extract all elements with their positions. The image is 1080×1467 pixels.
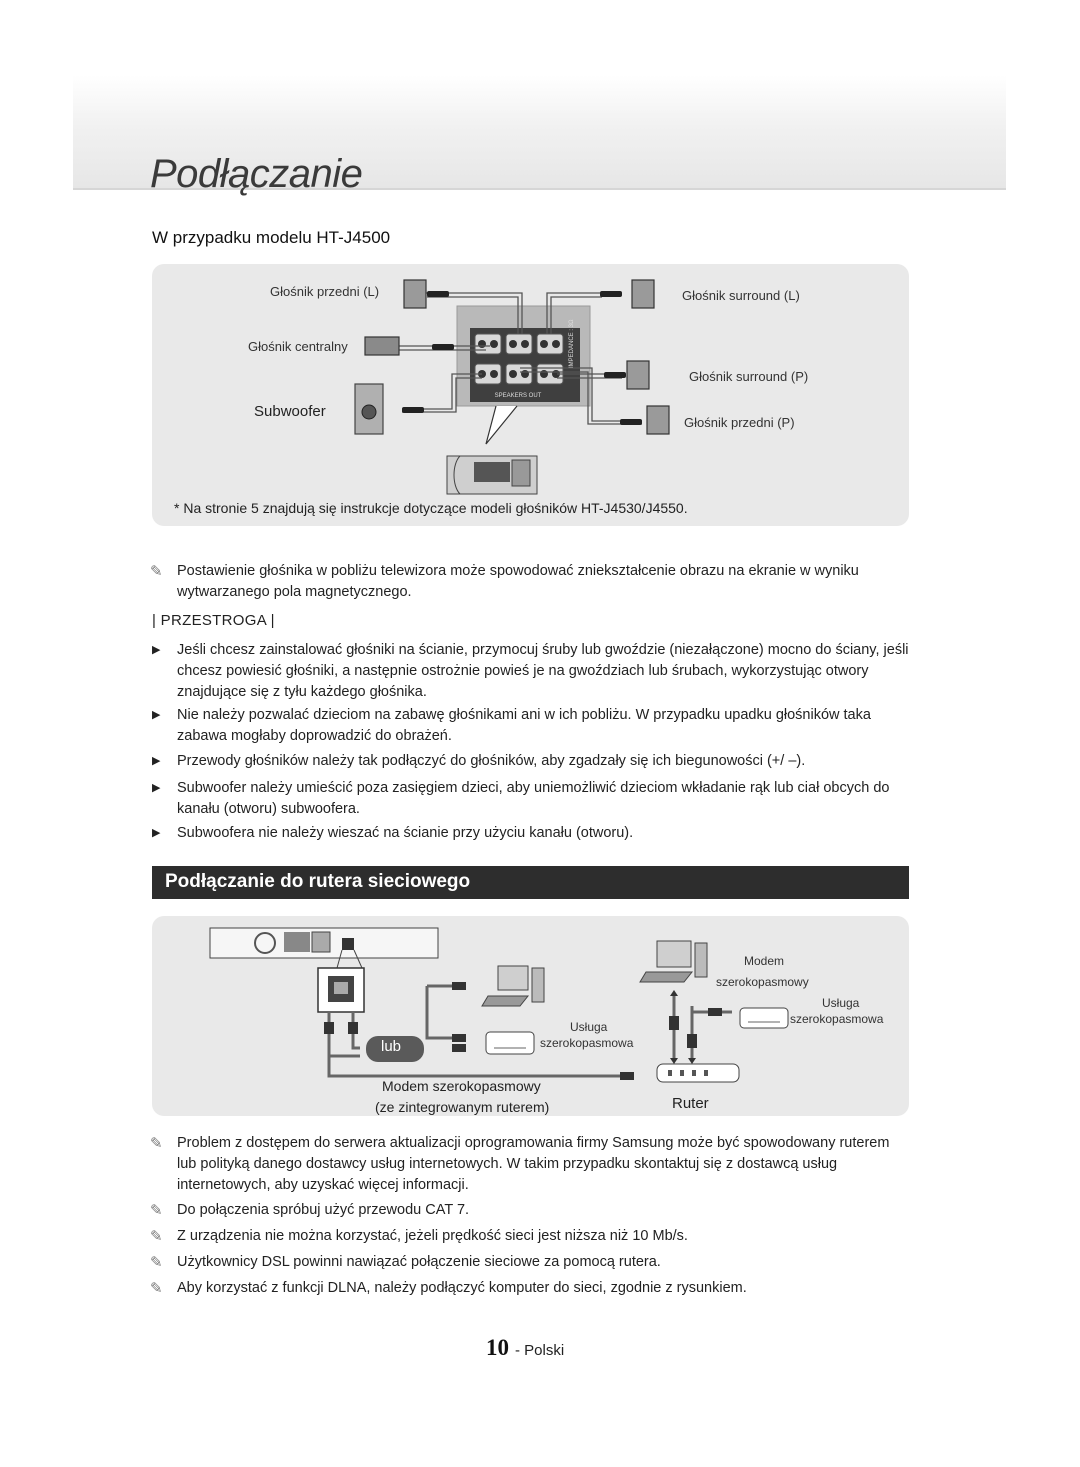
front-right-label: Głośnik przedni (P) — [684, 415, 795, 430]
caution-item: ▶ Nie należy pozwalać dzieciom na zabawę… — [152, 707, 871, 744]
triangle-bullet-icon: ▶ — [152, 827, 161, 839]
modem-icon — [739, 1007, 789, 1029]
section-title: Podłączanie do rutera sieciowego — [165, 871, 471, 892]
front-left-speaker-icon — [403, 279, 427, 309]
center-label: Głośnik centralny — [248, 339, 348, 354]
modem-router-icon — [485, 1031, 535, 1055]
router-label: Ruter — [672, 1095, 709, 1112]
speaker-footnote: * Na stronie 5 znajdują się instrukcje d… — [174, 500, 688, 516]
or-badge — [366, 1036, 424, 1062]
network-note: ✎ Problem z dostępem do serwera aktualiz… — [150, 1135, 890, 1193]
speaker-note: ✎ Postawienie głośnika w pobliżu telewiz… — [150, 563, 859, 600]
center-speaker-icon — [364, 336, 400, 356]
caution-item: ▶ Jeśli chcesz zainstalować głośniki na … — [152, 642, 909, 700]
impedance-label: IMPEDANCE : 3Ω — [569, 319, 575, 368]
pencil-note-icon: ✎ — [150, 563, 163, 580]
caution-item: ▶ Przewody głośników należy tak podłączy… — [150, 751, 912, 772]
pencil-note-icon: ✎ — [150, 1280, 163, 1297]
network-note: ✎ Aby korzystać z funkcji DLNA, należy p… — [150, 1280, 747, 1297]
or-label: lub — [381, 1038, 402, 1055]
page-language: - Polski — [515, 1342, 565, 1359]
computer-icon-right — [656, 940, 692, 968]
speaker-diagram-panel: SPEAKERS OUT IMPEDANCE : 3Ω — [152, 264, 909, 526]
router-icon — [656, 1063, 740, 1083]
surround-right-label: Głośnik surround (P) — [689, 369, 809, 384]
triangle-bullet-icon: ▶ — [152, 709, 161, 721]
surround-left-speaker-icon — [631, 279, 655, 309]
caution-title: | PRZESTROGA | — [152, 612, 275, 629]
surround-left-label: Głośnik surround (L) — [682, 288, 800, 303]
pencil-note-icon: ✎ — [150, 1202, 163, 1219]
broadband-service-right-label: Usługa — [822, 996, 860, 1010]
triangle-bullet-icon: ▶ — [152, 782, 161, 794]
subwoofer-label: Subwoofer — [254, 403, 326, 420]
network-wiring-diagram — [209, 927, 789, 1083]
computer-icon — [497, 965, 529, 991]
modem-top-label: Modem — [744, 954, 785, 968]
triangle-bullet-icon: ▶ — [152, 755, 161, 767]
chapter-header-band — [73, 75, 1006, 190]
network-note: ✎ Z urządzenia nie można korzystać, jeże… — [150, 1228, 688, 1245]
caution-item: ▶ Subwoofera nie należy wieszać na ścian… — [150, 823, 912, 844]
modem-router-label: Modem szerokopasmowy — [382, 1078, 541, 1094]
broadband-service-left-label-2: szerokopasmowa — [540, 1036, 634, 1050]
network-diagram-panel: lub Usługa szerokopasmowa Modem szerokop… — [152, 916, 909, 1116]
network-note: ✎ Do połączenia spróbuj użyć przewodu CA… — [150, 1202, 470, 1219]
front-left-label: Głośnik przedni (L) — [270, 284, 380, 299]
modem-top-label-2: szerokopasmowy — [716, 975, 809, 989]
pencil-note-icon: ✎ — [150, 1135, 163, 1152]
section-title-bar: Podłączanie do rutera sieciowego — [152, 866, 909, 899]
triangle-bullet-icon: ▶ — [152, 644, 161, 656]
modem-router-label-2: (ze zintegrowanym ruterem) — [375, 1099, 550, 1115]
page-number: 10 — [486, 1335, 509, 1360]
network-note: ✎ Użytkownicy DSL powinni nawiązać połąc… — [150, 1254, 661, 1271]
chapter-title: Podłączanie — [150, 152, 363, 196]
caution-item: ▶ Subwoofer należy umieścić poza zasięgi… — [152, 780, 890, 817]
speakers-out-label: SPEAKERS OUT — [495, 393, 542, 399]
speaker-wiring-diagram: SPEAKERS OUT IMPEDANCE : 3Ω — [354, 279, 670, 495]
model-heading: W przypadku modelu HT-J4500 — [152, 228, 391, 247]
surround-right-speaker-icon — [626, 360, 650, 390]
pencil-note-icon: ✎ — [150, 1254, 163, 1271]
broadband-service-left-label: Usługa — [570, 1020, 608, 1034]
pencil-note-icon: ✎ — [150, 1228, 163, 1245]
broadband-service-right-label-2: szerokopasmowa — [790, 1012, 884, 1026]
front-right-speaker-icon — [646, 405, 670, 435]
